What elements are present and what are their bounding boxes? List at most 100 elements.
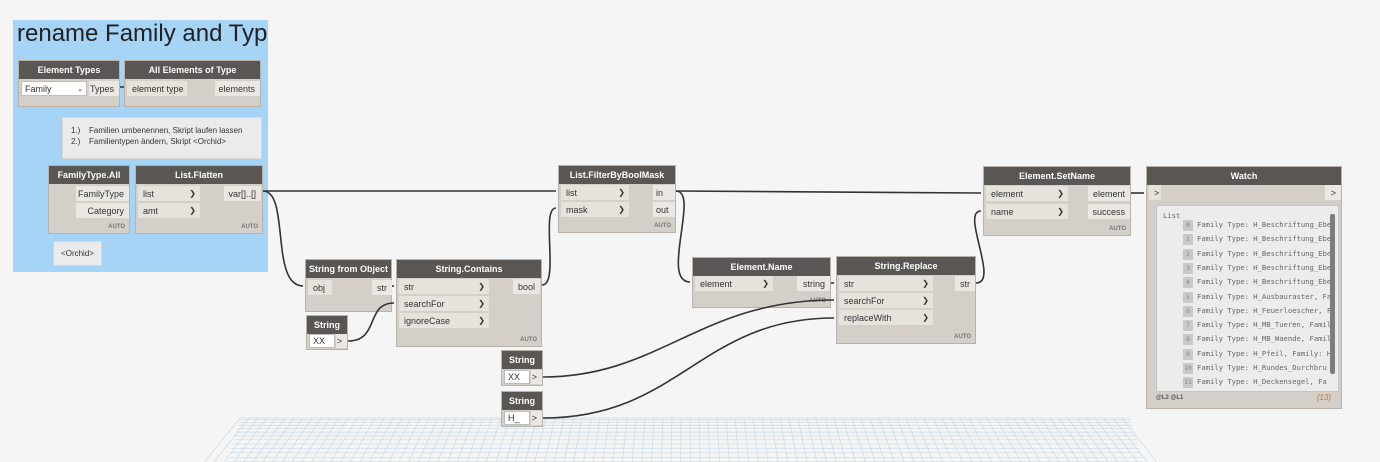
output-port-success[interactable]: success	[1088, 204, 1130, 219]
input-port-searchfor[interactable]: searchFor❯	[399, 296, 489, 311]
chevron-right-icon: ❯	[922, 296, 929, 305]
input-port-element[interactable]: element❯	[695, 276, 773, 291]
string-value: XX	[313, 336, 326, 346]
chevron-down-icon: ⌄	[77, 85, 83, 93]
port-label: str	[844, 278, 854, 289]
output-port-str[interactable]: str	[372, 280, 392, 295]
node-string-contains[interactable]: String.Contains str❯ searchFor❯ ignoreCa…	[396, 259, 542, 347]
output-port-str[interactable]: str	[955, 276, 975, 291]
input-port-replacewith[interactable]: replaceWith❯	[839, 310, 933, 325]
list-item-text: Family Type: H_Ausbauraster, Fa	[1197, 291, 1332, 301]
node-string-replace[interactable]: String.Replace str ❯ searchFor❯ replaceWi…	[836, 256, 976, 344]
port-label: name	[991, 206, 1014, 217]
list-item-text: Family Type: H_MB_Tueren, Famil	[1197, 320, 1332, 330]
output-port[interactable]: >	[531, 411, 542, 425]
output-port[interactable]: >	[531, 370, 542, 384]
output-port-in[interactable]: in	[653, 185, 675, 200]
node-string-2[interactable]: String XX >	[501, 350, 543, 386]
port-label: amt	[143, 205, 159, 216]
orchid-button[interactable]: <Orchid>	[53, 241, 102, 266]
list-item-text: Family Type: H_Beschriftung_Ebe	[1197, 277, 1332, 287]
string-input[interactable]: XX	[504, 370, 530, 384]
list-item-index: 1	[1183, 234, 1193, 246]
input-port-str[interactable]: str ❯	[399, 279, 489, 294]
list-header: List	[1163, 211, 1181, 220]
input-port-obj[interactable]: obj	[308, 280, 332, 295]
node-list-flatten[interactable]: List.Flatten list ❯ amt ❯ var[]..[] AUTO	[135, 165, 263, 234]
node-string-1[interactable]: String XX >	[306, 315, 348, 350]
note-line-2-num: 2.)	[71, 137, 81, 146]
scrollbar[interactable]	[1330, 214, 1335, 374]
input-port-element-type[interactable]: element type	[127, 81, 187, 96]
list-item-text: Family Type: H_Deckensegel, Fa	[1197, 377, 1327, 387]
node-title: List.Flatten	[136, 166, 262, 184]
input-port-str[interactable]: str ❯	[839, 276, 933, 291]
input-port-mask[interactable]: mask❯	[561, 202, 629, 217]
chevron-right-icon: ❯	[478, 282, 485, 291]
port-label: list	[143, 188, 154, 199]
dropdown-value: Family	[25, 83, 52, 94]
group-title[interactable]: rename Family and Typ	[17, 20, 268, 47]
port-label: str	[960, 278, 970, 289]
input-port-element[interactable]: element ❯	[986, 186, 1068, 201]
lacing-label: AUTO	[241, 224, 258, 230]
port-label: mask	[566, 204, 588, 215]
output-port-familytype[interactable]: FamilyType	[76, 186, 129, 201]
note-line-2: Familientypen ändern, Skript <Orchid>	[89, 137, 226, 146]
node-string-3[interactable]: String H_ >	[501, 391, 543, 427]
port-label: element type	[132, 83, 184, 94]
list-item-text: Family Type: H_MB_Waende, Famil	[1197, 334, 1332, 344]
output-port[interactable]: >	[336, 334, 347, 348]
node-all-elements-of-type[interactable]: All Elements of Type element type elemen…	[124, 60, 261, 107]
input-port-name[interactable]: name❯	[986, 204, 1068, 219]
list-item-index: 9	[1183, 348, 1193, 360]
input-port-ignorecase[interactable]: ignoreCase❯	[399, 313, 489, 328]
string-value: XX	[508, 372, 521, 382]
node-list-filterbyboolmask[interactable]: List.FilterByBoolMask list❯ mask❯ in out…	[558, 165, 676, 233]
string-input[interactable]: XX	[309, 334, 335, 348]
chevron-right-icon: ❯	[189, 189, 196, 198]
output-port-elements[interactable]: elements	[215, 81, 260, 96]
chevron-right-icon: ❯	[618, 188, 625, 197]
node-element-types[interactable]: Element Types Family ⌄ Types	[18, 60, 120, 107]
node-element-setname[interactable]: Element.SetName element❯ name❯ element s…	[983, 166, 1131, 236]
element-type-dropdown[interactable]: Family ⌄	[21, 81, 87, 96]
input-port-searchfor[interactable]: searchFor❯	[839, 293, 933, 308]
chevron-right-icon: ❯	[1057, 189, 1064, 198]
node-title: String.Replace	[837, 257, 975, 275]
list-item-index: 11	[1183, 377, 1193, 389]
list-item-text: Family Type: H_Pfeil, Family: H	[1197, 348, 1332, 358]
input-port[interactable]: >	[1149, 185, 1161, 200]
output-port[interactable]: >	[1325, 185, 1341, 200]
output-port-out[interactable]: out	[653, 202, 675, 217]
note-line-1-num: 1.)	[71, 126, 81, 135]
list-levels: @L2 @L1	[1156, 395, 1184, 401]
port-label: element	[991, 188, 1024, 199]
node-familytype-all[interactable]: FamilyType.All FamilyType Category AUTO	[48, 165, 130, 234]
list-item-index: 6	[1183, 305, 1193, 317]
input-port-list[interactable]: list ❯	[138, 186, 200, 201]
output-port-element[interactable]: element	[1088, 186, 1130, 201]
list-item-index: 7	[1183, 320, 1193, 332]
output-port-var[interactable]: var[]..[]	[224, 186, 261, 201]
chevron-right-icon: ❯	[189, 206, 196, 215]
output-port-string[interactable]: string	[797, 276, 830, 291]
input-port-list[interactable]: list❯	[561, 185, 629, 200]
input-port-amt[interactable]: amt ❯	[138, 203, 200, 218]
output-port-types[interactable]: Types	[89, 81, 119, 96]
node-title: All Elements of Type	[125, 61, 260, 79]
note[interactable]: 1.) Familien umbenennen, Skript laufen l…	[62, 117, 262, 159]
output-port-bool[interactable]: bool	[513, 279, 540, 294]
port-label: >	[1154, 187, 1160, 198]
node-string-from-object[interactable]: String from Object obj str	[305, 259, 392, 312]
node-element-name[interactable]: Element.Name element❯ string AUTO	[692, 257, 831, 308]
port-label: str	[404, 281, 414, 292]
chevron-right-icon: ❯	[922, 279, 929, 288]
output-port-category[interactable]: Category	[76, 203, 129, 218]
string-input[interactable]: H_	[504, 411, 530, 425]
port-label: out	[656, 204, 669, 215]
